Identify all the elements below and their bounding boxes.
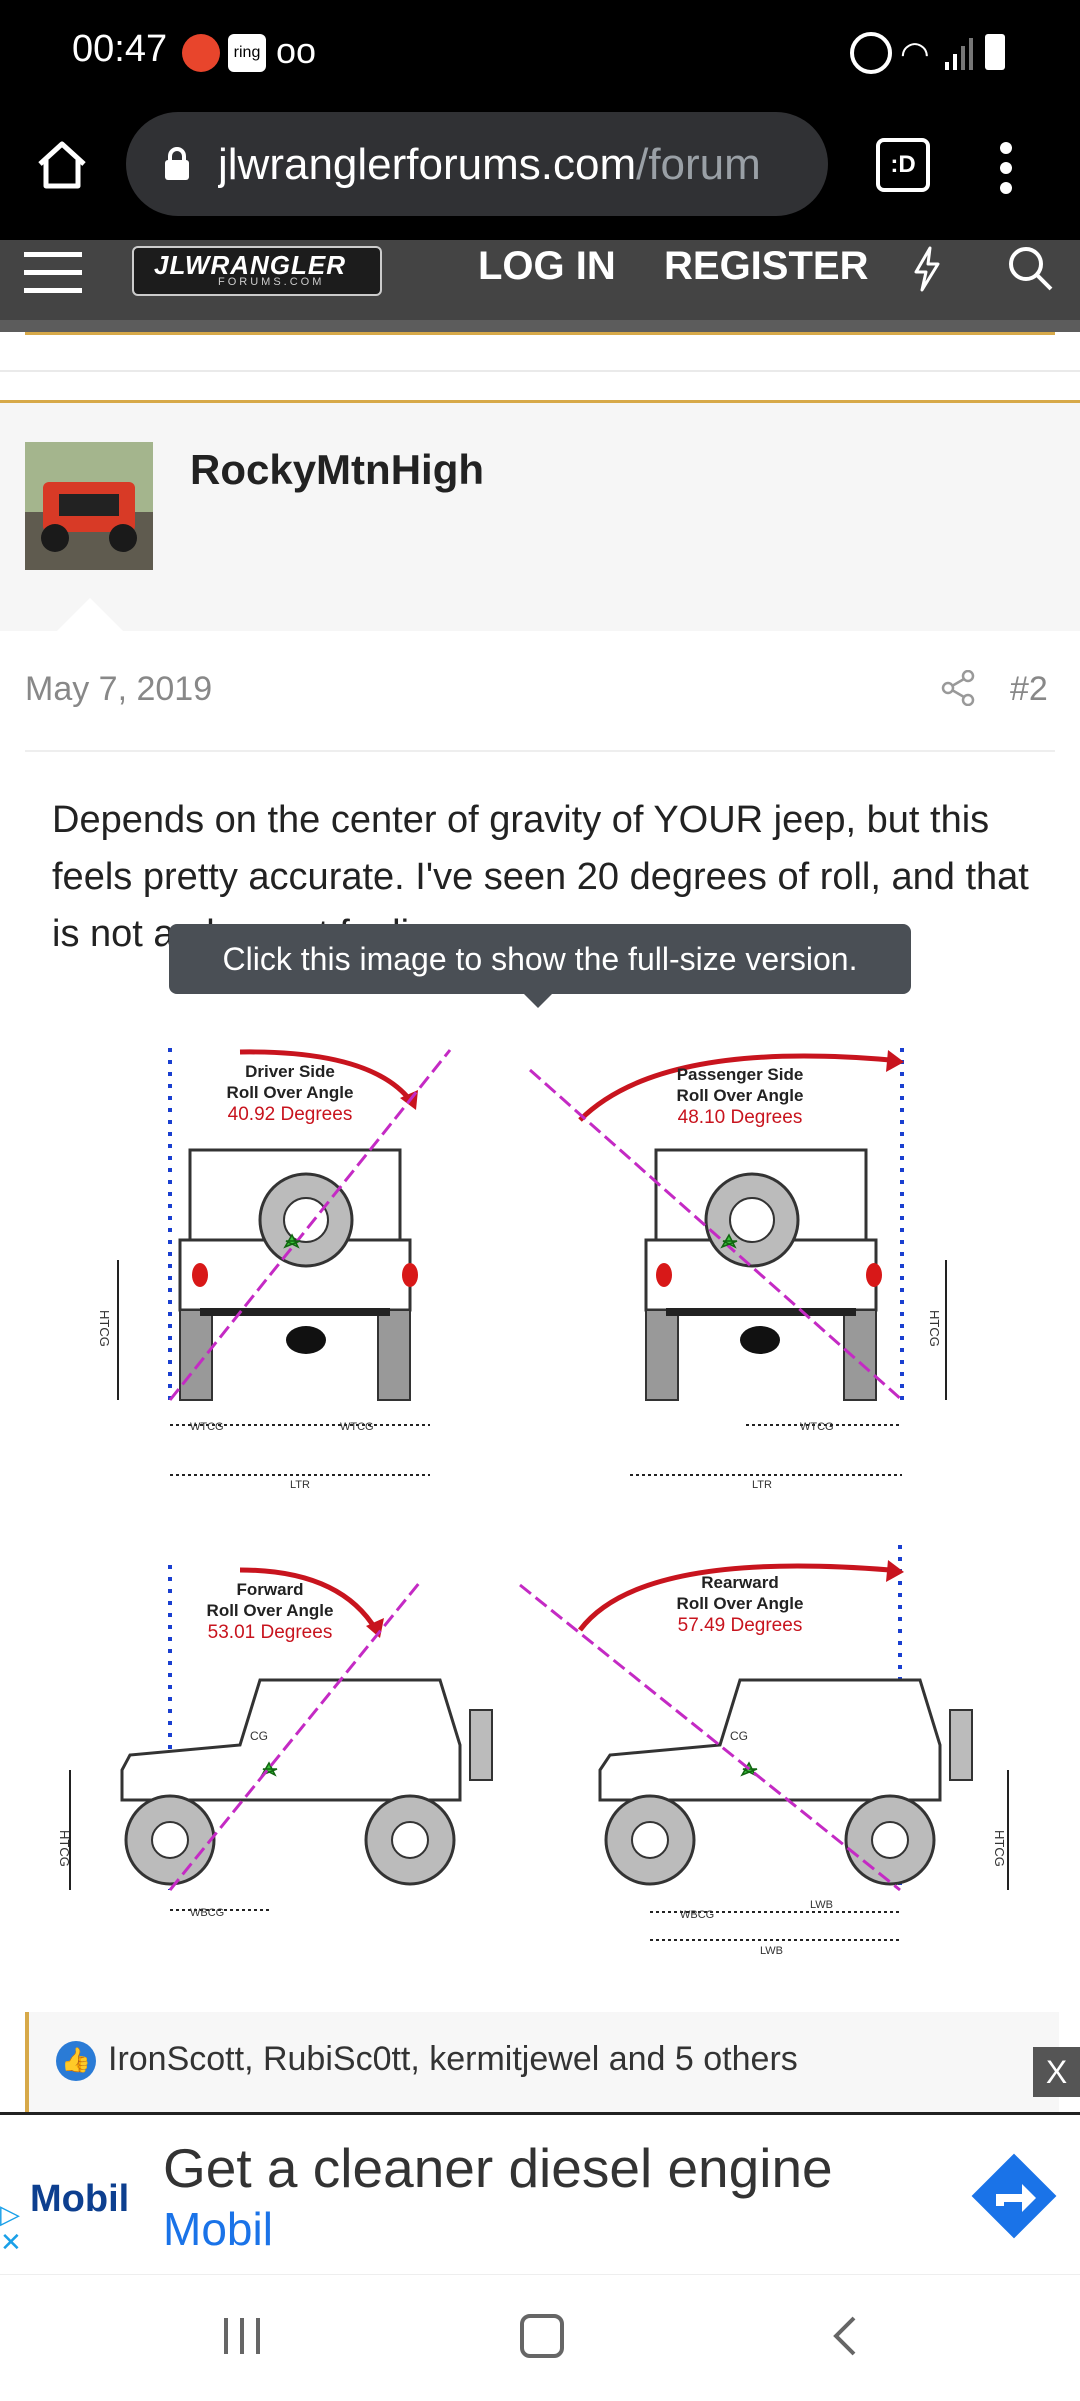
image-tooltip: Click this image to show the full-size v…: [169, 924, 911, 994]
logo-text: JLWRANGLER: [154, 250, 346, 280]
forward-cg-label: CG: [250, 1729, 268, 1743]
driver-side-panel: Driver Side Roll Over Angle 40.92 Degree…: [97, 1048, 452, 1491]
user-header-pointer: [56, 598, 124, 632]
driver-wtcg-label-2: WTCG: [340, 1421, 374, 1433]
recent-apps-icon[interactable]: [222, 2316, 262, 2361]
forward-htcg-label: HTCG: [57, 1830, 72, 1867]
driver-side-angle: 40.92 Degrees: [228, 1104, 353, 1125]
passenger-side-title: Passenger Side: [677, 1065, 804, 1084]
driver-side-subtitle: Roll Over Angle: [227, 1083, 354, 1102]
navbar-shadow: [0, 320, 1080, 332]
forward-wbcg-label: WBCG: [190, 1907, 224, 1919]
passenger-side-panel: Passenger Side Roll Over Angle 48.10 Deg…: [529, 1048, 947, 1491]
forum-logo[interactable]: JLWRANGLER FORUMS.COM: [132, 246, 382, 296]
post-divider: [25, 750, 1055, 752]
like-icon: 👍: [56, 2041, 96, 2081]
ad-arrow-icon[interactable]: [966, 2148, 1062, 2249]
reactions-list[interactable]: IronScott, RubiSc0tt, kermitjewel and 5 …: [108, 2040, 798, 2078]
passenger-side-angle: 48.10 Degrees: [678, 1107, 803, 1128]
voicemail-icon: oo: [276, 30, 317, 71]
url-bar[interactable]: [126, 112, 828, 216]
hamburger-menu-icon[interactable]: [24, 248, 82, 303]
tooltip-arrow: [524, 994, 552, 1008]
status-time: 00:47: [72, 28, 168, 70]
post-user-header: [0, 403, 1080, 632]
forward-panel: Forward Roll Over Angle 53.01 Degrees CG…: [57, 1565, 493, 1919]
forward-subtitle: Roll Over Angle: [207, 1601, 334, 1620]
page-separator: [0, 370, 1080, 372]
reactions-bar[interactable]: [25, 2012, 1059, 2112]
post-top-border: [0, 400, 1080, 403]
rearward-lwb-label-2: LWB: [760, 1945, 783, 1957]
home-icon[interactable]: [32, 134, 92, 199]
post-username[interactable]: RockyMtnHigh: [190, 446, 484, 493]
url-text[interactable]: jlwranglerforums.com/forum: [218, 140, 761, 189]
nav-gold-underline: [25, 332, 1055, 335]
whats-new-bolt-icon[interactable]: [910, 246, 944, 297]
forward-title: Forward: [236, 1580, 303, 1599]
signal-icon: [945, 36, 975, 75]
search-icon[interactable]: [1006, 244, 1054, 297]
register-link[interactable]: REGISTER: [664, 244, 869, 288]
rearward-wbcg-label: WBCG: [680, 1909, 714, 1921]
more-options-icon[interactable]: [996, 140, 1016, 205]
home-button-icon[interactable]: [520, 2314, 564, 2358]
passenger-ltr-label: LTR: [752, 1479, 772, 1491]
rearward-panel: Rearward Roll Over Angle 57.49 Degrees C…: [519, 1545, 1009, 1957]
post-meta-bg: [0, 631, 1080, 634]
forward-angle: 53.01 Degrees: [208, 1622, 333, 1643]
driver-side-title: Driver Side: [245, 1062, 335, 1081]
rearward-htcg-label: HTCG: [992, 1830, 1007, 1867]
ad-banner[interactable]: [0, 2112, 1080, 2277]
driver-wtcg-label: WTCG: [190, 1421, 224, 1433]
post-number-link[interactable]: #2: [1010, 670, 1048, 708]
wifi-icon: ◠: [900, 35, 930, 73]
ad-headline[interactable]: Get a cleaner diesel engine: [163, 2137, 833, 2199]
login-link[interactable]: LOG IN: [478, 244, 616, 288]
ad-brand-logo[interactable]: Mobil: [30, 2178, 130, 2220]
ad-subtitle[interactable]: Mobil: [163, 2203, 273, 2255]
alarm-icon: [850, 32, 892, 74]
battery-icon: [985, 34, 1005, 70]
driver-ltr-label: LTR: [290, 1479, 310, 1491]
rollover-diagram-image[interactable]: Driver Side Roll Over Angle 40.92 Degree…: [40, 1010, 1040, 1970]
ring-icon: ring: [228, 34, 266, 72]
passenger-side-subtitle: Roll Over Angle: [677, 1086, 804, 1105]
driver-htcg-label: HTCG: [97, 1310, 112, 1347]
rearward-subtitle: Roll Over Angle: [677, 1594, 804, 1613]
avatar[interactable]: [25, 442, 153, 570]
post-date[interactable]: May 7, 2019: [25, 670, 213, 708]
system-navigation-bar: [0, 2274, 1080, 2401]
logo-subtext: FORUMS.COM: [218, 276, 325, 288]
back-icon[interactable]: [830, 2314, 860, 2363]
rearward-title: Rearward: [701, 1573, 778, 1592]
share-icon[interactable]: [940, 669, 976, 711]
rearward-lwb-label: LWB: [810, 1899, 833, 1911]
app-icon: [182, 34, 220, 72]
ad-close-button[interactable]: X: [1033, 2047, 1080, 2097]
passenger-htcg-label: HTCG: [927, 1310, 942, 1347]
tab-switcher-button[interactable]: :D: [876, 138, 930, 192]
rearward-cg-label: CG: [730, 1729, 748, 1743]
rearward-angle: 57.49 Degrees: [678, 1615, 803, 1636]
passenger-wtcg-label: WTCG: [800, 1421, 834, 1433]
ad-choices-icon[interactable]: ▷✕: [0, 2199, 22, 2257]
status-bar: 00:47 ring oo ◠: [0, 0, 1080, 110]
lock-icon: [162, 146, 192, 187]
